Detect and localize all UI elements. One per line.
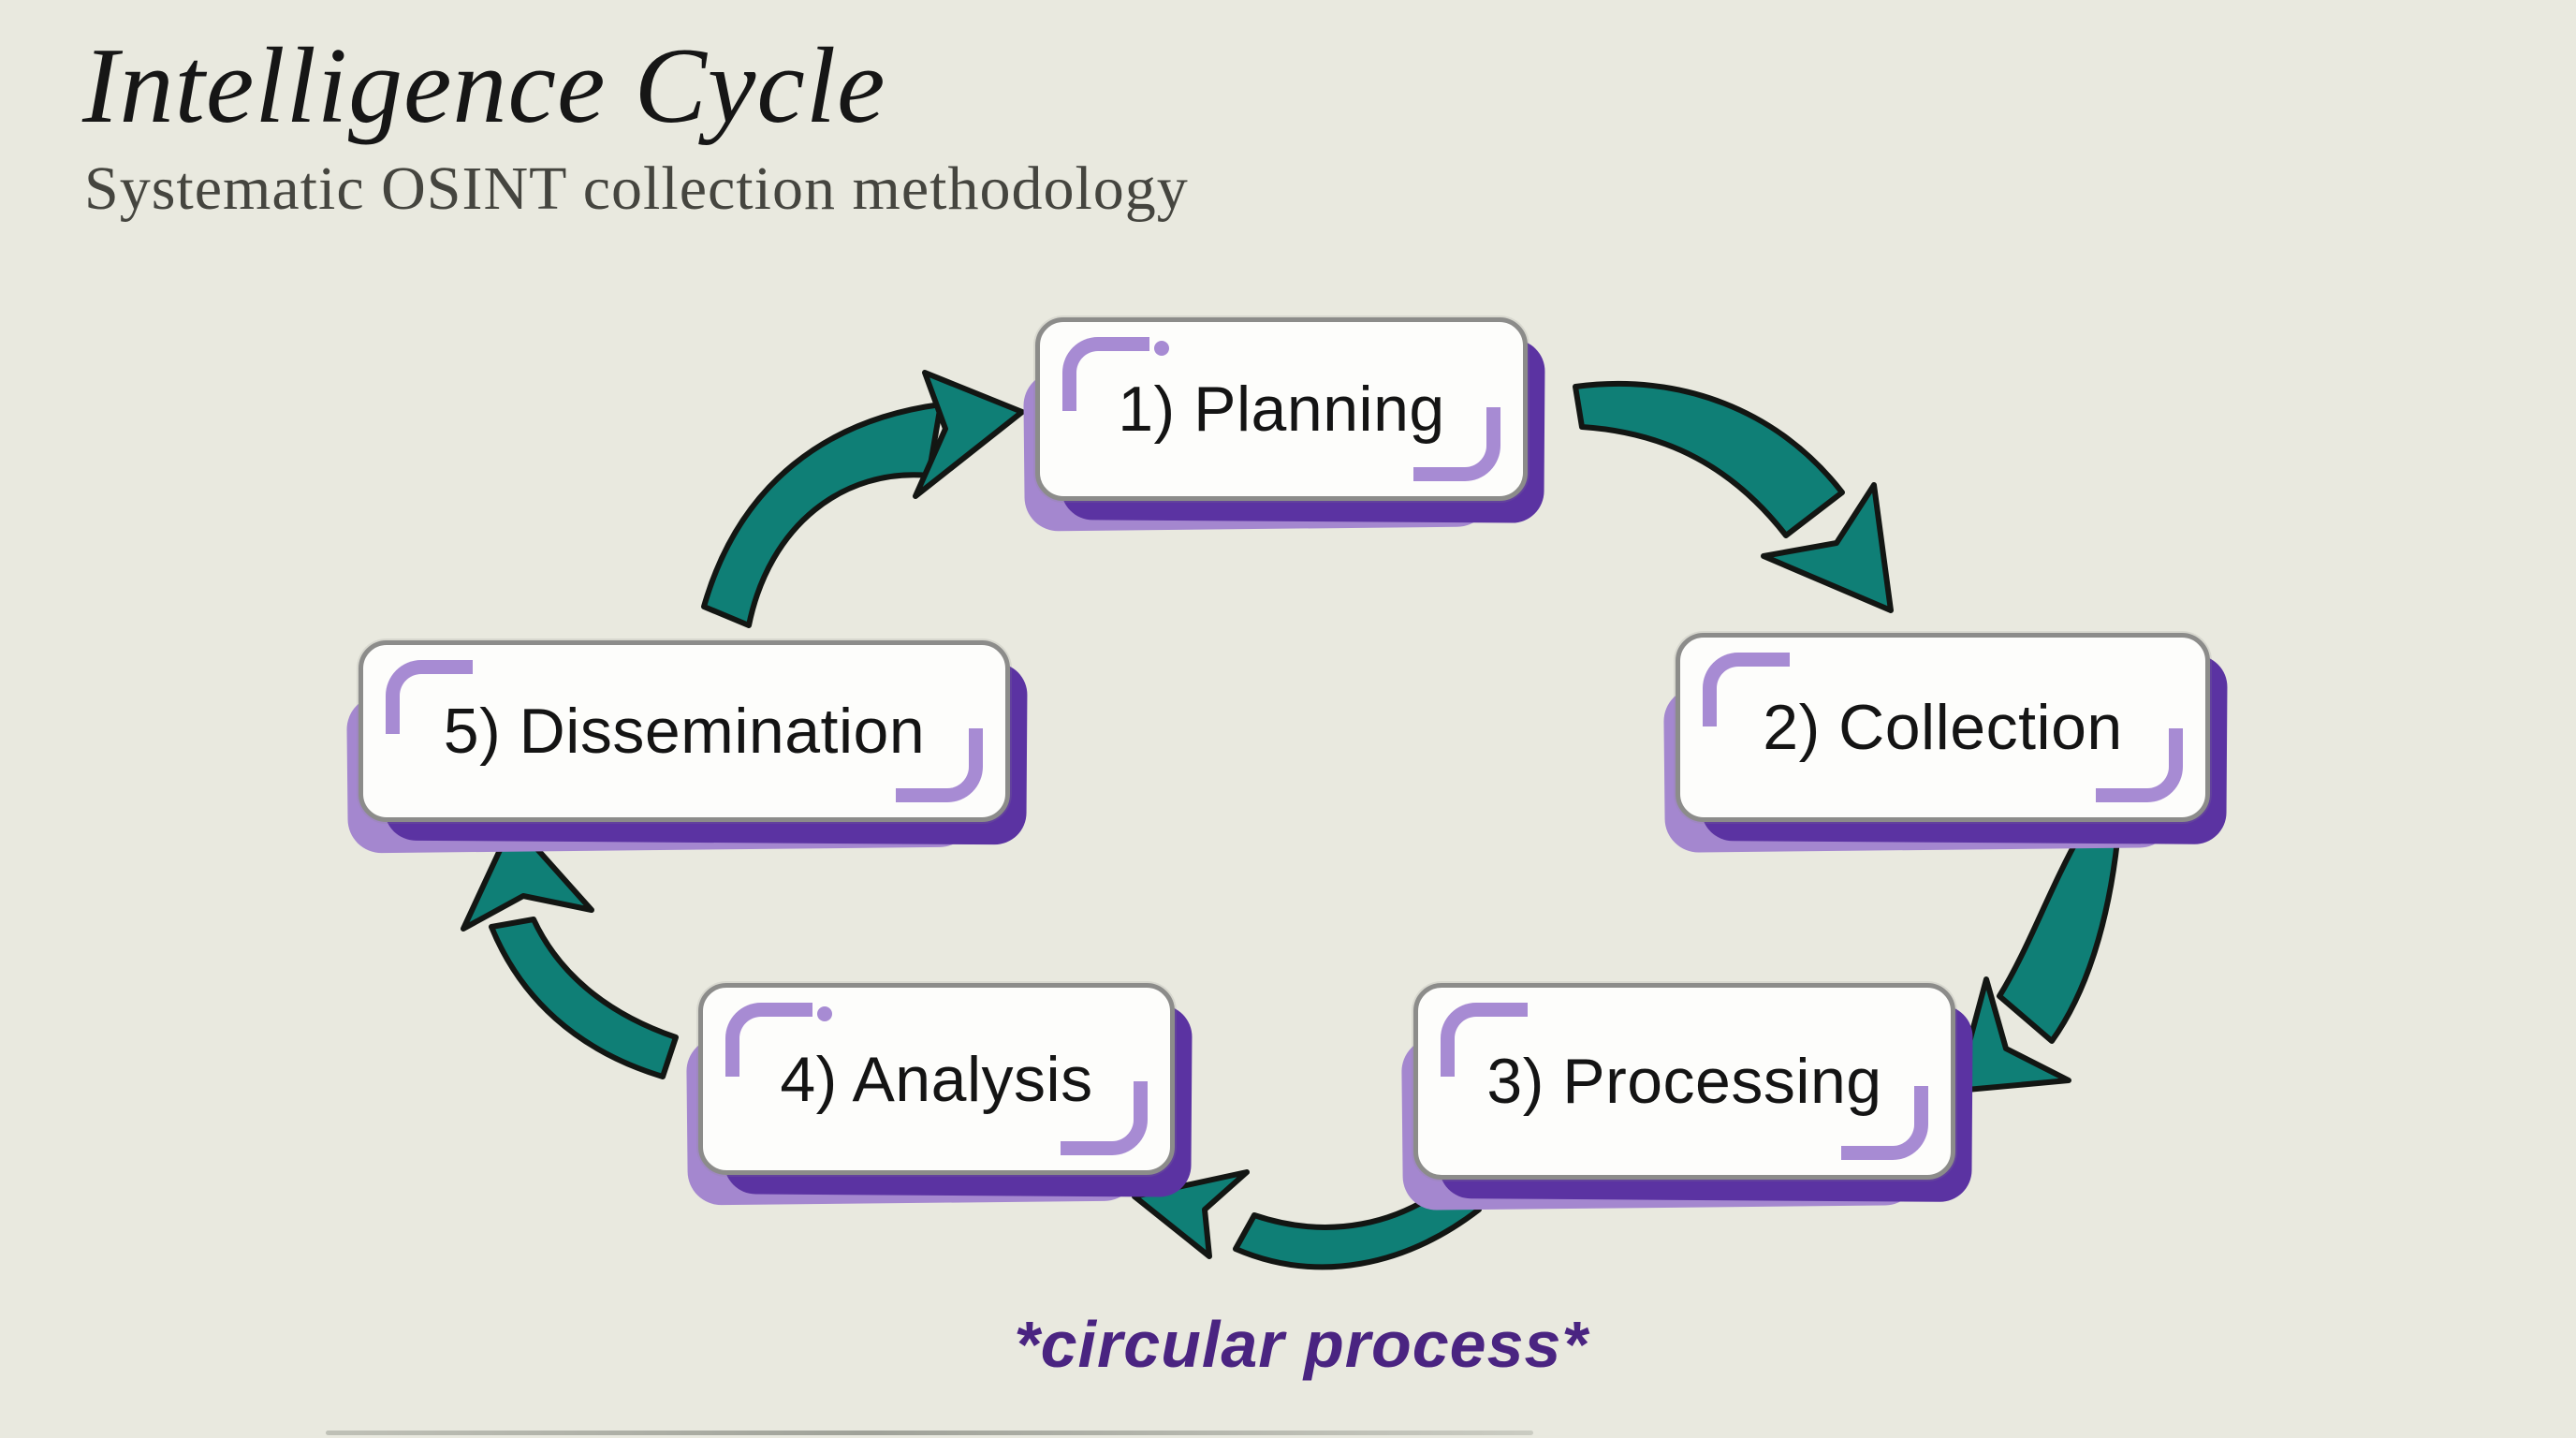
- arrow-dissemination-to-planning: [701, 370, 1025, 628]
- page-title: Intelligence Cycle: [82, 26, 886, 146]
- accent-dot: [1154, 341, 1169, 356]
- stage-box-face: 3) Processing: [1413, 983, 1955, 1180]
- stage-label: 2) Collection: [1763, 692, 2123, 763]
- stage-label: 3) Processing: [1486, 1046, 1882, 1117]
- arrow-analysis-to-dissemination: [461, 819, 679, 1079]
- stage-box-collection: 2) Collection: [1663, 633, 2228, 853]
- stage-box-face: 5) Dissemination: [359, 640, 1010, 822]
- stage-label: 5) Dissemination: [443, 696, 926, 767]
- stage-box-face: 4) Analysis: [698, 983, 1175, 1175]
- stage-box-analysis: 4) Analysis: [686, 983, 1193, 1206]
- stage-box-face: 2) Collection: [1676, 633, 2210, 822]
- header: Intelligence Cycle Systematic OSINT coll…: [82, 26, 1189, 225]
- stage-label: 1) Planning: [1118, 374, 1445, 445]
- arrow-planning-to-collection: [1573, 380, 1894, 613]
- accent-dot: [817, 1006, 832, 1021]
- arrow-collection-to-processing: [1954, 829, 2120, 1093]
- stage-box-face: 1) Planning: [1035, 317, 1528, 501]
- stage-box-dissemination: 5) Dissemination: [346, 640, 1028, 854]
- stage-label: 4) Analysis: [780, 1043, 1093, 1115]
- stage-box-processing: 3) Processing: [1401, 983, 1973, 1211]
- stage-box-planning: 1) Planning: [1023, 317, 1545, 532]
- bottom-edge-smudge: [326, 1431, 1533, 1435]
- page-subtitle: Systematic OSINT collection methodology: [84, 154, 1189, 223]
- circular-process-note: *circular process*: [1014, 1308, 1588, 1381]
